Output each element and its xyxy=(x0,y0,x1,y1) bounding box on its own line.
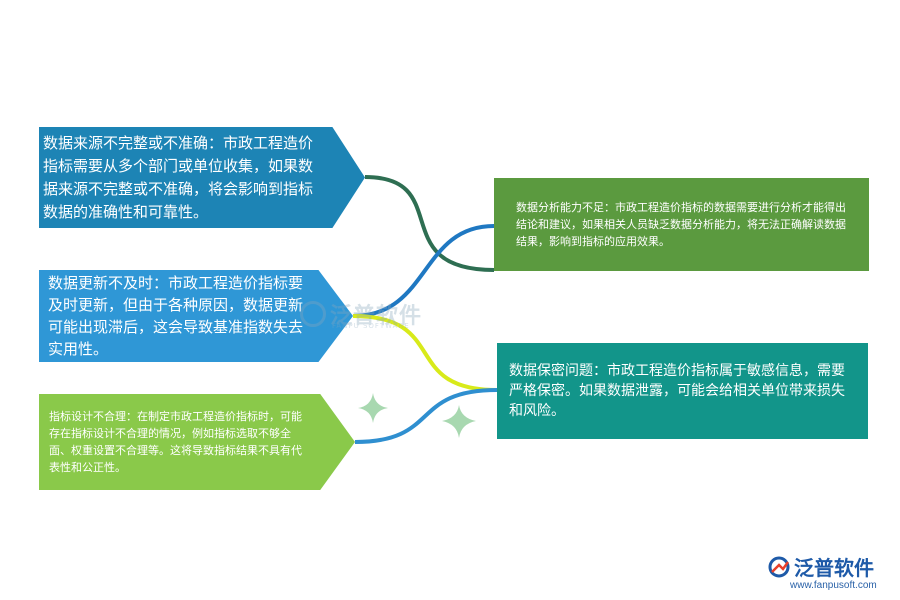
brand-logo-icon xyxy=(768,556,790,577)
issue-box-data-analysis: 数据分析能力不足：市政工程造价指标的数据需要进行分析才能得出结论和建议，如果相关… xyxy=(494,178,869,271)
issue-text: 数据来源不完整或不准确：市政工程造价指标需要从多个部门或单位收集，如果数据来源不… xyxy=(43,133,314,221)
sparkle-decoration xyxy=(358,393,388,423)
brand-url: www.fanpusoft.com xyxy=(790,580,877,591)
issue-box-data-confidentiality: 数据保密问题：市政工程造价指标属于敏感信息，需要严格保密。如果数据泄露，可能会给… xyxy=(497,343,868,439)
connector-box2-box5 xyxy=(352,314,498,392)
issue-text: 数据分析能力不足：市政工程造价指标的数据需要进行分析才能得出结论和建议，如果相关… xyxy=(516,201,846,248)
issue-text: 数据更新不及时：市政工程造价指标要及时更新，但由于各种原因，数据更新可能出现滞后… xyxy=(48,274,304,358)
connector-box3-box5 xyxy=(354,388,498,444)
issue-text: 指标设计不合理：在制定市政工程造价指标时，可能存在指标设计不合理的情况，例如指标… xyxy=(49,410,302,474)
sparkle-decoration xyxy=(442,405,476,438)
issue-box-data-update: 数据更新不及时：市政工程造价指标要及时更新，但由于各种原因，数据更新可能出现滞后… xyxy=(39,270,353,362)
brand-logo-text: 泛普软件 xyxy=(794,556,874,580)
issue-text: 数据保密问题：市政工程造价指标属于敏感信息，需要严格保密。如果数据泄露，可能会给… xyxy=(509,363,845,419)
issue-box-indicator-design: 指标设计不合理：在制定市政工程造价指标时，可能存在指标设计不合理的情况，例如指标… xyxy=(39,394,355,490)
connector-box2-box4 xyxy=(352,224,495,318)
connector-box1-box4 xyxy=(364,175,495,272)
brand-logo: 泛普软件 xyxy=(768,552,874,581)
issue-box-data-source: 数据来源不完整或不准确：市政工程造价指标需要从多个部门或单位收集，如果数据来源不… xyxy=(39,127,365,228)
